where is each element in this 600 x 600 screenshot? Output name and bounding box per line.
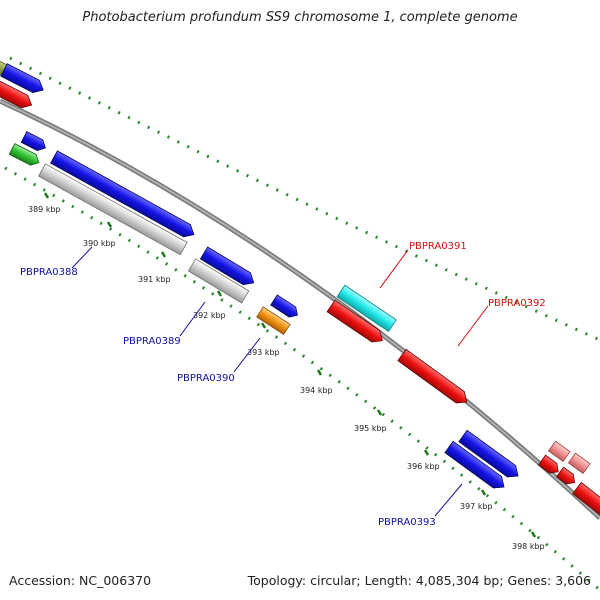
tick-label: 391 kbp: [138, 275, 171, 284]
accession-text: Accession: NC_006370: [9, 573, 152, 588]
gene-feature[interactable]: [8, 143, 41, 168]
gene-label-pbpra0393[interactable]: PBPRA0393: [378, 517, 436, 528]
gene-feature[interactable]: [199, 246, 257, 289]
gene-feature[interactable]: [270, 294, 301, 320]
gene-feature[interactable]: [20, 131, 48, 154]
map-title: Photobacterium profundum SS9 chromosome …: [82, 10, 518, 25]
label-callouts: [71, 246, 489, 517]
gene-feature[interactable]: [567, 452, 591, 474]
gene-feature[interactable]: [38, 163, 188, 256]
gene-feature[interactable]: [458, 429, 522, 481]
gene-feature[interactable]: [0, 80, 35, 112]
gene-label-pbpra0388[interactable]: PBPRA0388: [20, 267, 78, 278]
tick-label: 398 kbp: [512, 542, 545, 551]
gene-feature[interactable]: [326, 299, 386, 346]
gene-label-pbpra0389[interactable]: PBPRA0389: [123, 336, 181, 347]
genome-backbone-highlight: [0, 100, 600, 519]
gene-label-pbpra0390[interactable]: PBPRA0390: [177, 373, 235, 384]
gc-track-outer: [9, 56, 600, 342]
gc-track-inner: [4, 166, 600, 592]
gene-feature[interactable]: [555, 466, 578, 487]
tick-label: 394 kbp: [300, 386, 333, 395]
gene-feature[interactable]: [187, 258, 250, 304]
tick-label: 389 kbp: [28, 205, 61, 214]
gene-feature[interactable]: [444, 440, 508, 492]
gene-feature[interactable]: [50, 150, 198, 241]
gene-labels: PBPRA0388 PBPRA0389 PBPRA0390 PBPRA0391 …: [20, 241, 546, 528]
gene-feature[interactable]: [572, 481, 600, 519]
tick-label: 397 kbp: [460, 502, 493, 511]
gene-feature[interactable]: [0, 63, 47, 96]
tick-label: 392 kbp: [193, 311, 226, 320]
genome-summary-text: Topology: circular; Length: 4,085,304 bp…: [247, 573, 591, 588]
tick-label: 395 kbp: [354, 424, 387, 433]
tick-label: 396 kbp: [407, 462, 440, 471]
gene-label-pbpra0392[interactable]: PBPRA0392: [488, 298, 546, 309]
gene-feature[interactable]: [336, 284, 397, 333]
tick-marks: [43, 192, 537, 538]
tick-label: 390 kbp: [83, 239, 116, 248]
gene-label-pbpra0391[interactable]: PBPRA0391: [409, 241, 467, 252]
gene-feature[interactable]: [547, 440, 571, 462]
gene-feature[interactable]: [537, 454, 561, 476]
gene-feature[interactable]: [397, 348, 471, 407]
tick-labels: 389 kbp 390 kbp 391 kbp 392 kbp 393 kbp …: [28, 205, 545, 551]
tick-label: 393 kbp: [247, 348, 280, 357]
genome-backbone: [0, 98, 600, 520]
gene-feature[interactable]: [256, 306, 291, 336]
